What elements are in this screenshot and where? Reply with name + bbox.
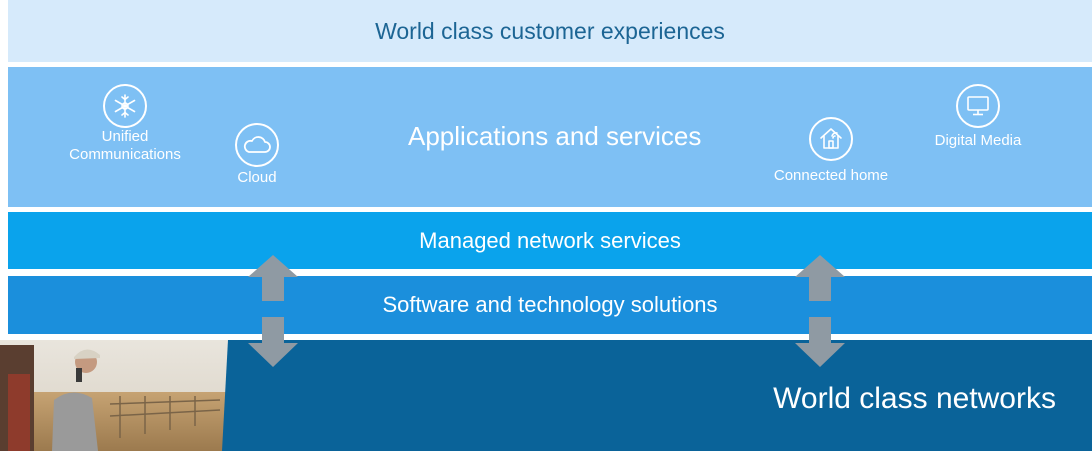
digital-media-item: Digital Media [918, 84, 1038, 150]
networks-background [0, 340, 1092, 451]
home-wifi-icon [809, 117, 853, 161]
unified-communications-item: Unified Communications [55, 84, 195, 164]
world-class-networks-layer: World class networks [0, 340, 1092, 451]
applications-label: Applications and services [408, 121, 702, 151]
connected-home-label: Connected home [773, 167, 889, 184]
right-double-arrow-icon [795, 255, 845, 367]
applications-layer: Applications and services Unified Commun… [8, 67, 1092, 207]
software-technology-layer: Software and technology solutions [8, 276, 1092, 334]
unified-label-line2: Communications [69, 146, 181, 163]
snowflake-icon [103, 84, 147, 128]
managed-network-layer: Managed network services [8, 212, 1092, 269]
digital-media-label: Digital Media [934, 132, 1022, 149]
monitor-icon [956, 84, 1000, 128]
customer-experiences-layer: World class customer experiences [8, 0, 1092, 62]
cloud-icon [235, 123, 279, 167]
farmer-photo [0, 340, 250, 451]
customer-experiences-label: World class customer experiences [375, 17, 725, 44]
cloud-item: Cloud [233, 123, 281, 187]
software-technology-label: Software and technology solutions [382, 292, 718, 317]
cloud-label: Cloud [237, 169, 277, 186]
world-class-networks-label: World class networks [773, 382, 1056, 415]
managed-network-label: Managed network services [419, 227, 681, 253]
left-double-arrow-icon [248, 255, 298, 367]
connected-home-item: Connected home [756, 117, 906, 185]
unified-label-line1: Unified [101, 128, 149, 145]
